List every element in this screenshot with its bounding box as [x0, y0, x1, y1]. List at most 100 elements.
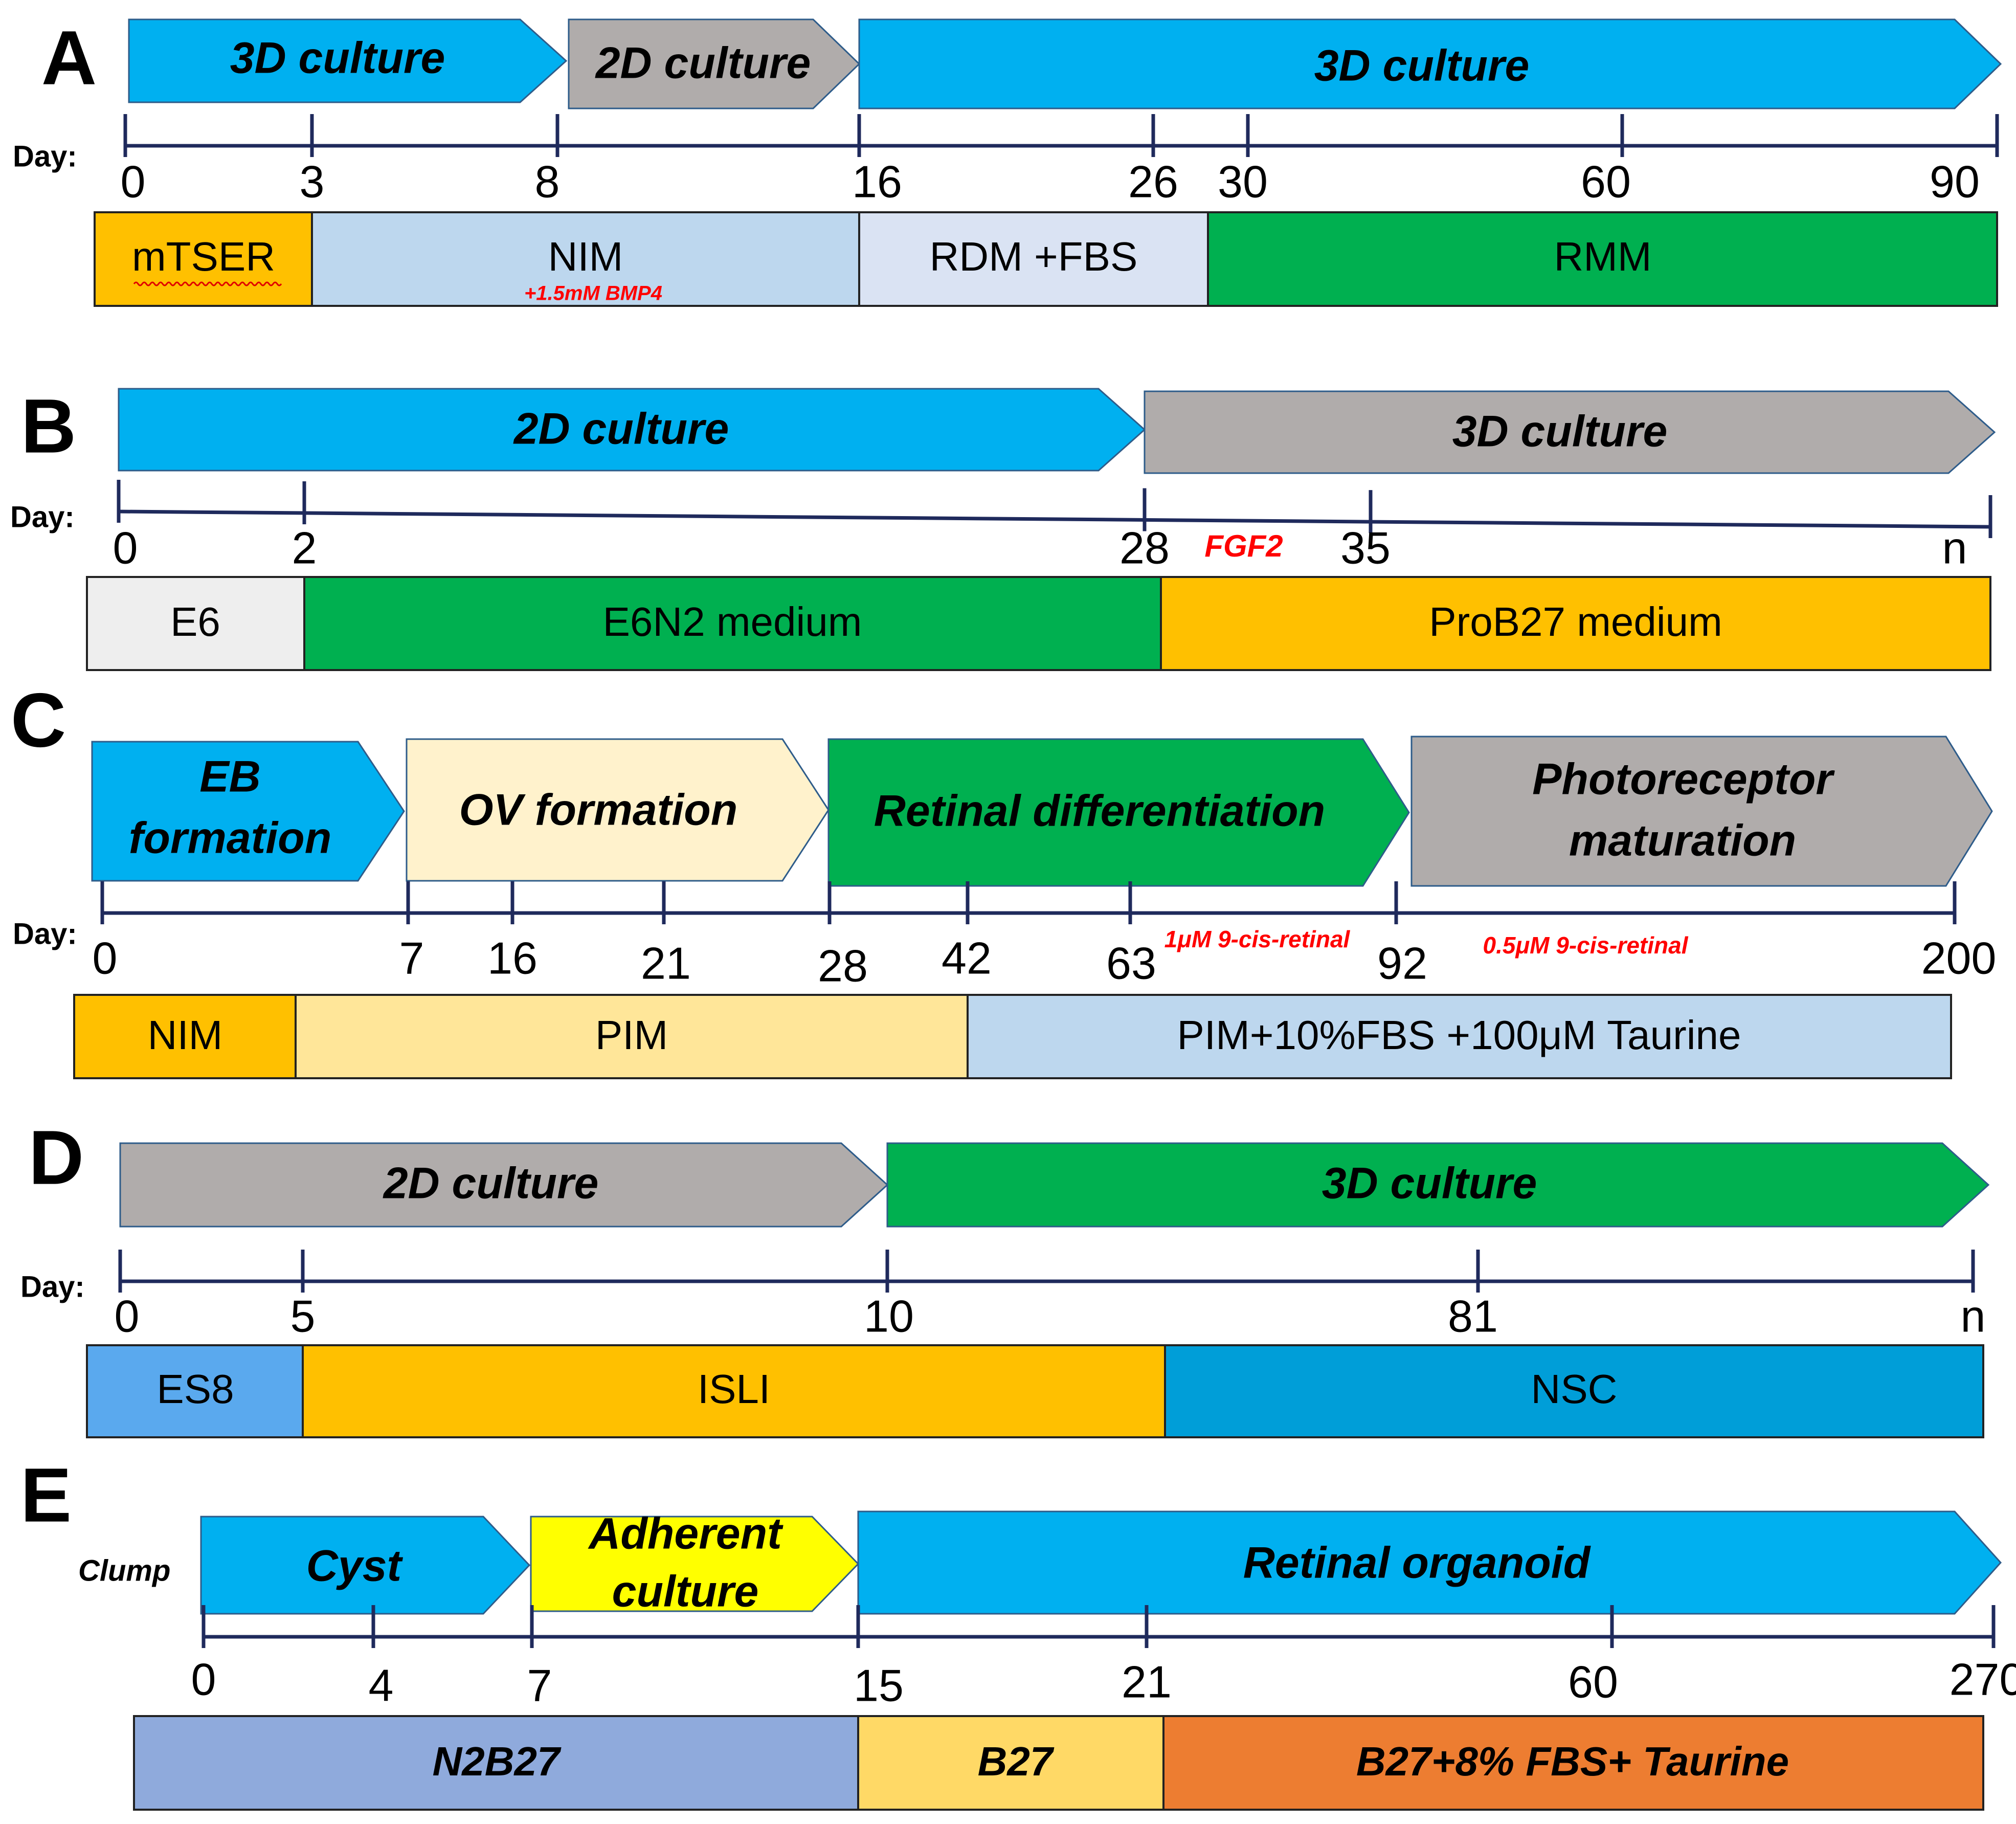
tick-label: 0 — [121, 156, 146, 207]
medium-box — [858, 211, 1209, 307]
tick-label: 60 — [1581, 156, 1631, 207]
tick-label: 26 — [1128, 156, 1178, 207]
medium-box — [86, 1344, 304, 1438]
stage-arrow — [1410, 736, 1993, 887]
stage-label: culture — [612, 1567, 759, 1616]
tick-label: 21 — [641, 938, 691, 988]
stage-label: EB — [199, 752, 260, 802]
tick-label: 0 — [93, 932, 118, 983]
tick-label: n — [1942, 522, 1967, 573]
medium-label: E6N2 medium — [603, 599, 862, 644]
tick-label: 0 — [191, 1654, 216, 1704]
tick-label: 16 — [487, 932, 537, 983]
medium-note: +1.5mM BMP4 — [524, 282, 662, 305]
stage-label: Retinal organoid — [1243, 1539, 1591, 1588]
stage-label: Retinal differentiation — [874, 787, 1325, 836]
medium-label: B27 — [978, 1739, 1055, 1784]
stage-label: maturation — [1569, 816, 1796, 865]
tick-label: 63 — [1106, 938, 1156, 988]
tick-label: 28 — [1119, 522, 1170, 573]
medium-label: ES8 — [156, 1366, 234, 1412]
panel-letter: D — [29, 1115, 84, 1200]
medium-box — [1160, 576, 1991, 671]
panel-letter: E — [20, 1452, 72, 1538]
tick-label: 3 — [300, 156, 325, 207]
tick-label: 35 — [1340, 522, 1391, 573]
medium-label: NIM — [548, 234, 623, 279]
stage-label: formation — [129, 814, 332, 863]
tick-label: 2 — [292, 522, 317, 573]
medium-label: ISLI — [698, 1366, 770, 1412]
tick-label: 0 — [115, 1291, 140, 1341]
medium-box — [133, 1715, 859, 1811]
stage-arrow — [119, 1142, 889, 1228]
stage-label: 2D culture — [513, 405, 729, 454]
medium-box — [1162, 1715, 1984, 1811]
medium-label: ProB27 medium — [1429, 599, 1722, 644]
stage-label: 2D culture — [595, 39, 811, 88]
medium-label: mTSER — [132, 234, 275, 279]
tick-label: 28 — [818, 940, 868, 991]
tick-label: n — [1961, 1291, 1986, 1341]
medium-box — [1164, 1344, 1984, 1438]
panel-letter: B — [21, 383, 76, 469]
tick-label: 270 — [1950, 1654, 2016, 1704]
stage-label: 2D culture — [383, 1159, 599, 1208]
tick-label: 5 — [290, 1291, 316, 1341]
medium-box — [857, 1715, 1164, 1811]
stage-label: OV formation — [459, 786, 738, 835]
stage-arrow — [200, 1516, 531, 1615]
tick-label: 30 — [1218, 156, 1268, 207]
stage-label: Photoreceptor — [1532, 755, 1835, 804]
tick-label: 15 — [854, 1660, 904, 1710]
stage-arrow — [858, 18, 2002, 109]
medium-label: E6 — [170, 599, 220, 644]
stage-arrow — [406, 738, 830, 882]
day-label: Day: — [13, 917, 77, 950]
stage-label: Cyst — [306, 1542, 404, 1591]
red-annotation: FGF2 — [1204, 529, 1283, 563]
day-label: Clump — [78, 1554, 170, 1587]
medium-label: RMM — [1554, 234, 1651, 279]
medium-box — [86, 576, 305, 671]
spellcheck-underline — [133, 281, 282, 286]
stage-label: 3D culture — [1322, 1159, 1537, 1208]
stage-label: 3D culture — [1314, 41, 1530, 91]
medium-label: N2B27 — [432, 1739, 562, 1784]
panel-letter: A — [41, 15, 97, 101]
medium-box — [311, 211, 860, 307]
stage-arrow — [886, 1142, 1990, 1228]
tick-label: 7 — [527, 1660, 552, 1710]
medium-box — [295, 994, 969, 1079]
tick-label: 8 — [535, 156, 560, 207]
tick-label: 16 — [852, 156, 902, 207]
tick-label: 42 — [942, 932, 992, 983]
stage-arrow — [568, 18, 861, 109]
stage-label: 3D culture — [1452, 407, 1668, 456]
medium-box — [73, 994, 297, 1079]
medium-label: B27+8% FBS+ Taurine — [1356, 1739, 1789, 1784]
stage-label: Adherent — [588, 1509, 783, 1559]
tick-label: 200 — [1921, 932, 1997, 983]
tick-label: 7 — [399, 932, 424, 983]
stage-arrow — [530, 1516, 860, 1612]
day-label: Day: — [20, 1270, 85, 1303]
stage-arrow — [1144, 390, 1996, 474]
stage-arrow — [857, 1510, 2002, 1615]
red-annotation: 0.5μM 9-cis-retinal — [1483, 932, 1689, 959]
tick-label: 90 — [1930, 156, 1980, 207]
medium-label: PIM — [595, 1012, 668, 1058]
tick-label: 60 — [1568, 1656, 1618, 1707]
panel-letter: C — [11, 677, 66, 763]
medium-box — [1207, 211, 1998, 307]
tick-label: 92 — [1377, 938, 1427, 988]
day-axis — [118, 509, 1991, 529]
day-label: Day: — [13, 140, 77, 173]
medium-label: NIM — [148, 1012, 223, 1058]
stage-arrow — [118, 388, 1146, 472]
tick-label: 4 — [369, 1660, 394, 1710]
